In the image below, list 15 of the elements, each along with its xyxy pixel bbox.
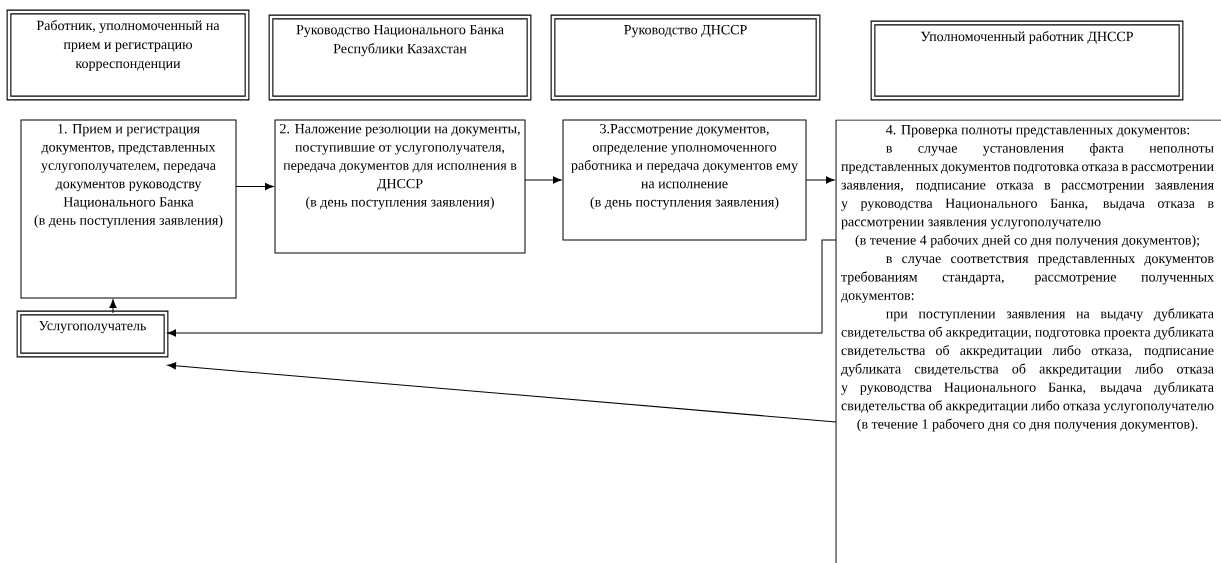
role-box: Руководство Национального Банка Республики Казахстан <box>268 14 532 101</box>
arrow <box>235 182 274 191</box>
process-box: 1. Прием и регистрация документов, представленных услугополучателем, передача документов руководству Национального Банка (в день поступления заявления) <box>20 119 237 299</box>
process-box: 2. Наложение резолюции на документы, поступившие от услугополучателя, передача документов для исполнения в ДНССР (в день поступления заявления) <box>274 119 526 254</box>
arrow <box>109 299 117 314</box>
arrow <box>524 176 562 184</box>
arrow <box>805 176 835 184</box>
arrow <box>167 239 837 337</box>
arrow <box>167 362 837 423</box>
process-box: 3.Рассмотрение документов, определение уполномоченного работника и передача документов ему на исполнение (в день поступления заявления) <box>562 119 807 241</box>
role-box: Уполномоченный работник ДНССР <box>870 20 1184 101</box>
role-box: Работник, уполномоченный на прием и регистрацию корреспонденции <box>6 9 250 101</box>
role-box: Услугополучатель <box>16 310 169 358</box>
process-box: 4. Проверка полноты представленных документов: в случае установления факта неполноты представленных документов подготовка отказа в рассмотрении заявления, подписание отказа в рассмотрении заявления у руководства Национального Банка, выдача отказа в рассмотрении заявления услугополучателю (в течение 4 рабочих дней со дня получения документов); в случае соответствия представленных документов требованиям стандарта, рассмотрение полученных документов: при поступлении заявления на выдачу дубликата свидетельства об аккредитации, подготовка проекта дубликата свидетельства об аккредитации либо отказа, подписание дубликата свидетельства об аккредитации либо отказа у руководства Национального Банка, выдача дубликата свидетельства об аккредитации либо отказа услугополучателю (в течение 1 рабочего дня со дня получения документов). <box>835 119 1221 563</box>
role-box: Руководство ДНССР <box>550 14 821 101</box>
